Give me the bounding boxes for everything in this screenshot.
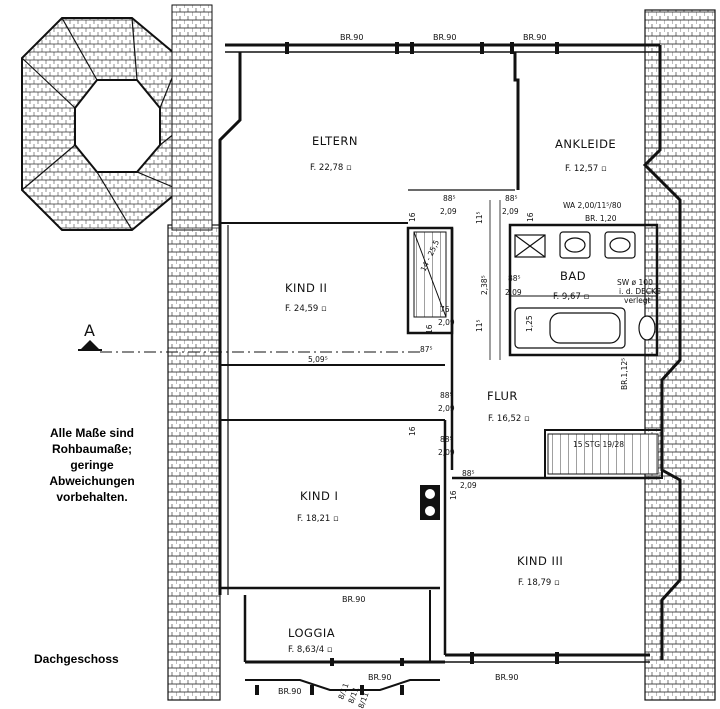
- tower-roof: [21, 17, 206, 231]
- dim-label: 88⁵: [440, 391, 453, 400]
- dim-label: 2,09: [438, 448, 455, 457]
- dim-label: 88⁵: [508, 274, 521, 283]
- room-name-eltern: ELTERN: [312, 134, 358, 148]
- window-label: BR.90: [433, 33, 456, 42]
- dim-label: 2,09: [502, 207, 519, 216]
- note-line: geringe: [70, 458, 114, 472]
- dim-label: 5,09⁵: [308, 355, 328, 364]
- dim-label: 87⁵: [420, 345, 433, 354]
- dim-label: verlegt: [624, 296, 651, 305]
- roof-left: [167, 224, 221, 701]
- room-area-kind1: F. 18,21 ▫: [297, 514, 339, 524]
- dim-label: i. d. DECKE: [619, 287, 661, 296]
- window-label: BR.90: [340, 33, 363, 42]
- dim-label: 2,09: [505, 288, 522, 297]
- dim-label: 15 STG 19/28: [573, 440, 624, 449]
- roof-top-left: [171, 4, 213, 231]
- dim-label: BR.1,12⁵: [620, 358, 629, 390]
- dim-label: 88⁵: [505, 194, 518, 203]
- room-area-bad: F. 9,67 ▫: [553, 292, 589, 302]
- room-area-loggia: F. 8,63/4 ▫: [288, 645, 333, 655]
- bath-fixtures: [514, 231, 656, 349]
- section-marker: A: [84, 321, 95, 340]
- room-name-kind1: KIND I: [300, 489, 338, 503]
- note-line: Rohbaumaße;: [51, 442, 132, 456]
- dim-label: 11⁵: [475, 319, 484, 332]
- stove: [420, 485, 440, 520]
- note-line: Abweichungen: [49, 474, 135, 488]
- room-area-kind2: F. 24,59 ▫: [285, 304, 327, 314]
- room-area-ankleide: F. 12,57 ▫: [565, 164, 607, 174]
- dimensions-note: Alle Maße sind Rohbaumaße; geringe Abwei…: [18, 425, 166, 505]
- dim-label: 16: [449, 490, 458, 500]
- room-area-kind3: F. 18,79 ▫: [518, 578, 560, 588]
- room-name-kind3: KIND III: [517, 554, 563, 568]
- dim-label: 88⁵: [440, 435, 453, 444]
- dim-label: 11⁵: [475, 211, 484, 224]
- dim-label: WA 2,00/11⁵/80: [563, 201, 622, 210]
- room-name-loggia: LOGGIA: [288, 626, 335, 640]
- dim-label: 2,09: [440, 207, 457, 216]
- room-name-flur: FLUR: [487, 389, 518, 403]
- dim-label: 88⁵: [443, 194, 456, 203]
- dim-label: 2,09: [460, 481, 477, 490]
- dim-label: SW ø 100: [617, 278, 653, 287]
- room-area-flur: F. 16,52 ▫: [488, 414, 530, 424]
- dim-label: 76: [440, 305, 450, 314]
- window-label: BR.90: [342, 595, 365, 604]
- dim-label: 16: [408, 212, 417, 222]
- walls: [218, 43, 682, 691]
- floor-label: Dachgeschoss: [34, 652, 119, 666]
- room-name-ankleide: ANKLEIDE: [555, 137, 616, 151]
- window-label: BR.90: [495, 673, 518, 682]
- dim-label: 16: [408, 426, 417, 436]
- room-area-eltern: F. 22,78 ▫: [310, 163, 352, 173]
- window-label: BR.90: [368, 673, 391, 682]
- room-name-bad: BAD: [560, 269, 586, 283]
- window-label: BR.90: [523, 33, 546, 42]
- dim-label: 2,09: [438, 404, 455, 413]
- section-line: [78, 340, 420, 353]
- dim-label: 1,25: [525, 315, 534, 332]
- dim-label: 2,09: [438, 318, 455, 327]
- window-marks: [255, 42, 559, 695]
- dim-label: BR. 1,20: [585, 214, 617, 223]
- dim-label: 88⁵: [462, 469, 475, 478]
- note-line: vorbehalten.: [56, 490, 128, 504]
- stair-main: [547, 433, 659, 475]
- dim-label: 16: [425, 324, 434, 334]
- dim-label: 2,38⁵: [480, 275, 489, 295]
- dim-label: 16: [526, 212, 535, 222]
- room-name-kind2: KIND II: [285, 281, 327, 295]
- window-label: BR.90: [278, 687, 301, 696]
- note-line: Alle Maße sind: [49, 426, 135, 440]
